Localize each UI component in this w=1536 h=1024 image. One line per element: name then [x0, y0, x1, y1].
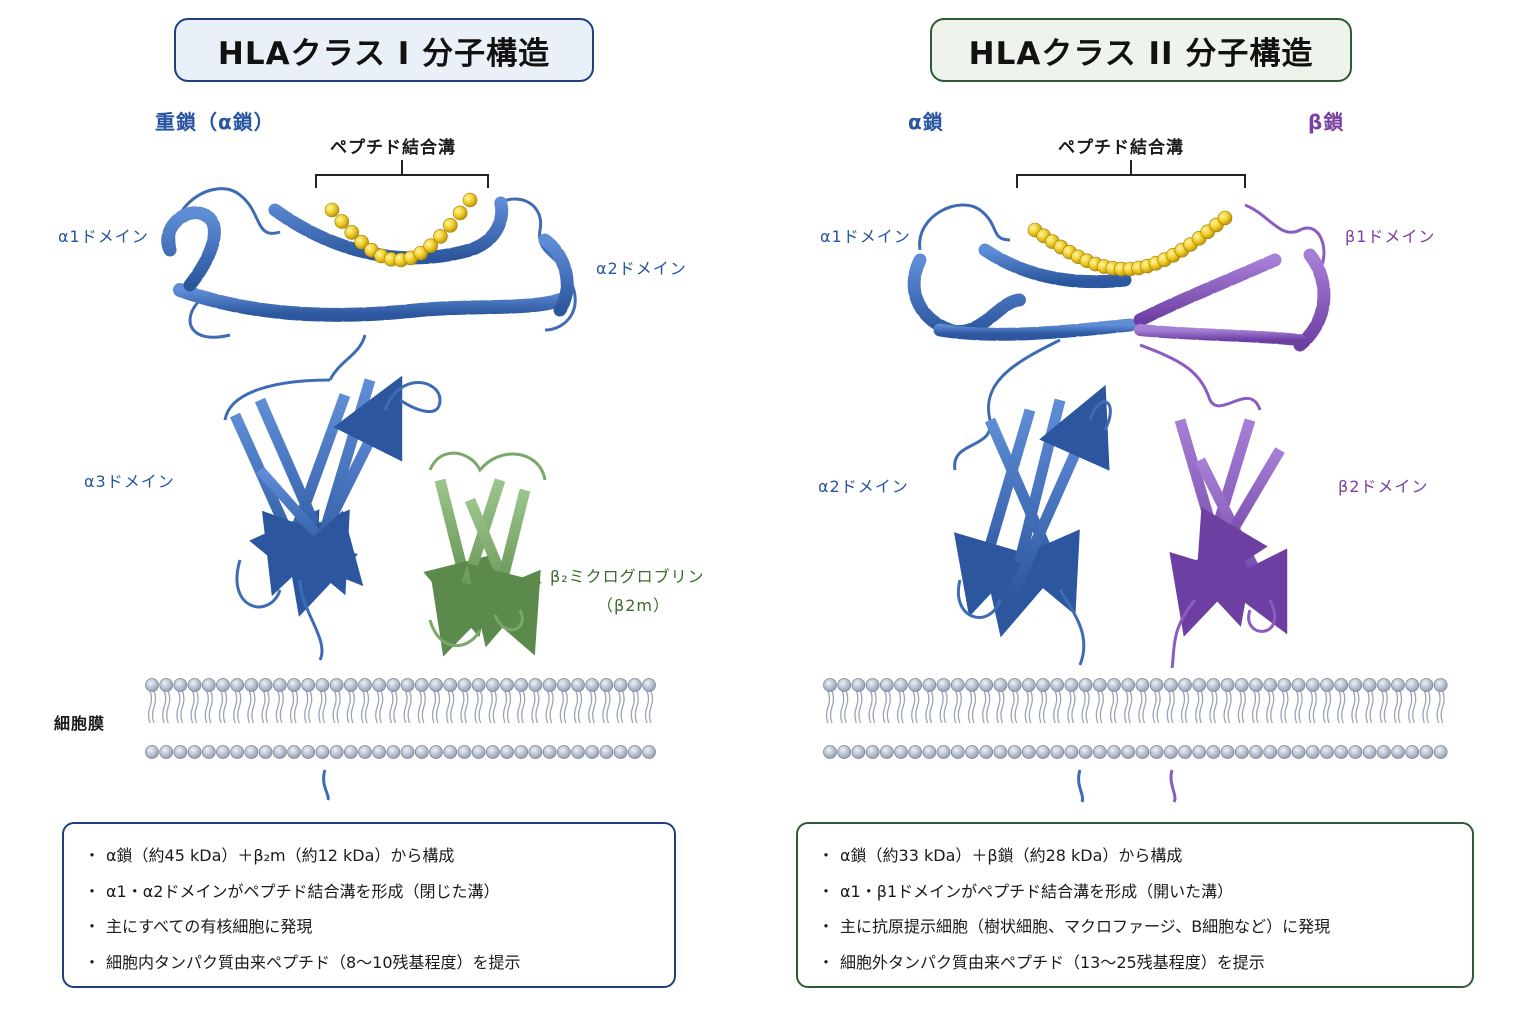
- class2-bullet: ・主に抗原提示細胞（樹状細胞、マクロファージ、B細胞など）に発現: [818, 917, 1331, 936]
- class1-bullet: ・細胞内タンパク質由来ペプチド（8～10残基程度）を提示: [84, 952, 521, 972]
- groove-bracket-left: [315, 160, 489, 188]
- class2-beta-chain: [1133, 203, 1331, 803]
- class2-alpha2-domain-label: α2ドメイン: [818, 477, 909, 496]
- b2m-label: β₂ミクログロブリン: [550, 567, 705, 586]
- class1-info-box: ・α鎖（約45 kDa）＋β₂m（約12 kDa）から構成 ・α1・α2ドメイン…: [62, 822, 676, 988]
- class2-alpha-chain: [907, 203, 1137, 803]
- alpha2-domain-label: α2ドメイン: [596, 259, 687, 278]
- b2m-domain: [423, 451, 547, 657]
- b2m-abbrev-label: （β2m）: [597, 596, 670, 615]
- alpha1-domain-label: α1ドメイン: [58, 227, 149, 246]
- class1-bullet: ・主にすべての有核細胞に発現: [84, 917, 313, 936]
- peptide-class1: [324, 192, 478, 268]
- class2-alpha1-domain-label: α1ドメイン: [820, 227, 911, 246]
- groove-label-class1: ペプチド結合溝: [330, 138, 456, 158]
- class2-bullet: ・α1・β1ドメインがペプチド結合溝を形成（開いた溝）: [818, 881, 1234, 901]
- beta2-domain-label: β2ドメイン: [1338, 477, 1429, 496]
- groove-label-class2: ペプチド結合溝: [1058, 138, 1184, 158]
- groove-bracket-right: [1016, 160, 1246, 188]
- heavy-chain-label: 重鎖（α鎖）: [155, 110, 275, 134]
- class2-title: HLAクラス II 分子構造: [930, 18, 1352, 82]
- class2-bullet: ・細胞外タンパク質由来ペプチド（13～25残基程度）を提示: [818, 952, 1265, 972]
- class1-bullet: ・α鎖（約45 kDa）＋β₂m（約12 kDa）から構成: [84, 846, 455, 865]
- class1-title: HLAクラス I 分子構造: [174, 18, 594, 82]
- beta-chain-label: β鎖: [1308, 110, 1345, 134]
- cell-membrane-left: [145, 678, 656, 759]
- class1-heavy-chain: [161, 187, 577, 801]
- beta1-domain-label: β1ドメイン: [1345, 227, 1436, 246]
- cell-membrane-label: 細胞膜: [54, 714, 106, 733]
- class2-bullet: ・α鎖（約33 kDa）＋β鎖（約28 kDa）から構成: [818, 846, 1183, 865]
- alpha-chain-label: α鎖: [908, 110, 944, 134]
- cell-membrane-right: [823, 678, 1448, 759]
- peptide-class2: [1027, 210, 1233, 277]
- class1-bullet: ・α1・α2ドメインがペプチド結合溝を形成（閉じた溝）: [84, 881, 500, 901]
- class2-info-box: ・α鎖（約33 kDa）＋β鎖（約28 kDa）から構成 ・α1・β1ドメインが…: [796, 822, 1474, 988]
- alpha3-domain-label: α3ドメイン: [84, 472, 175, 491]
